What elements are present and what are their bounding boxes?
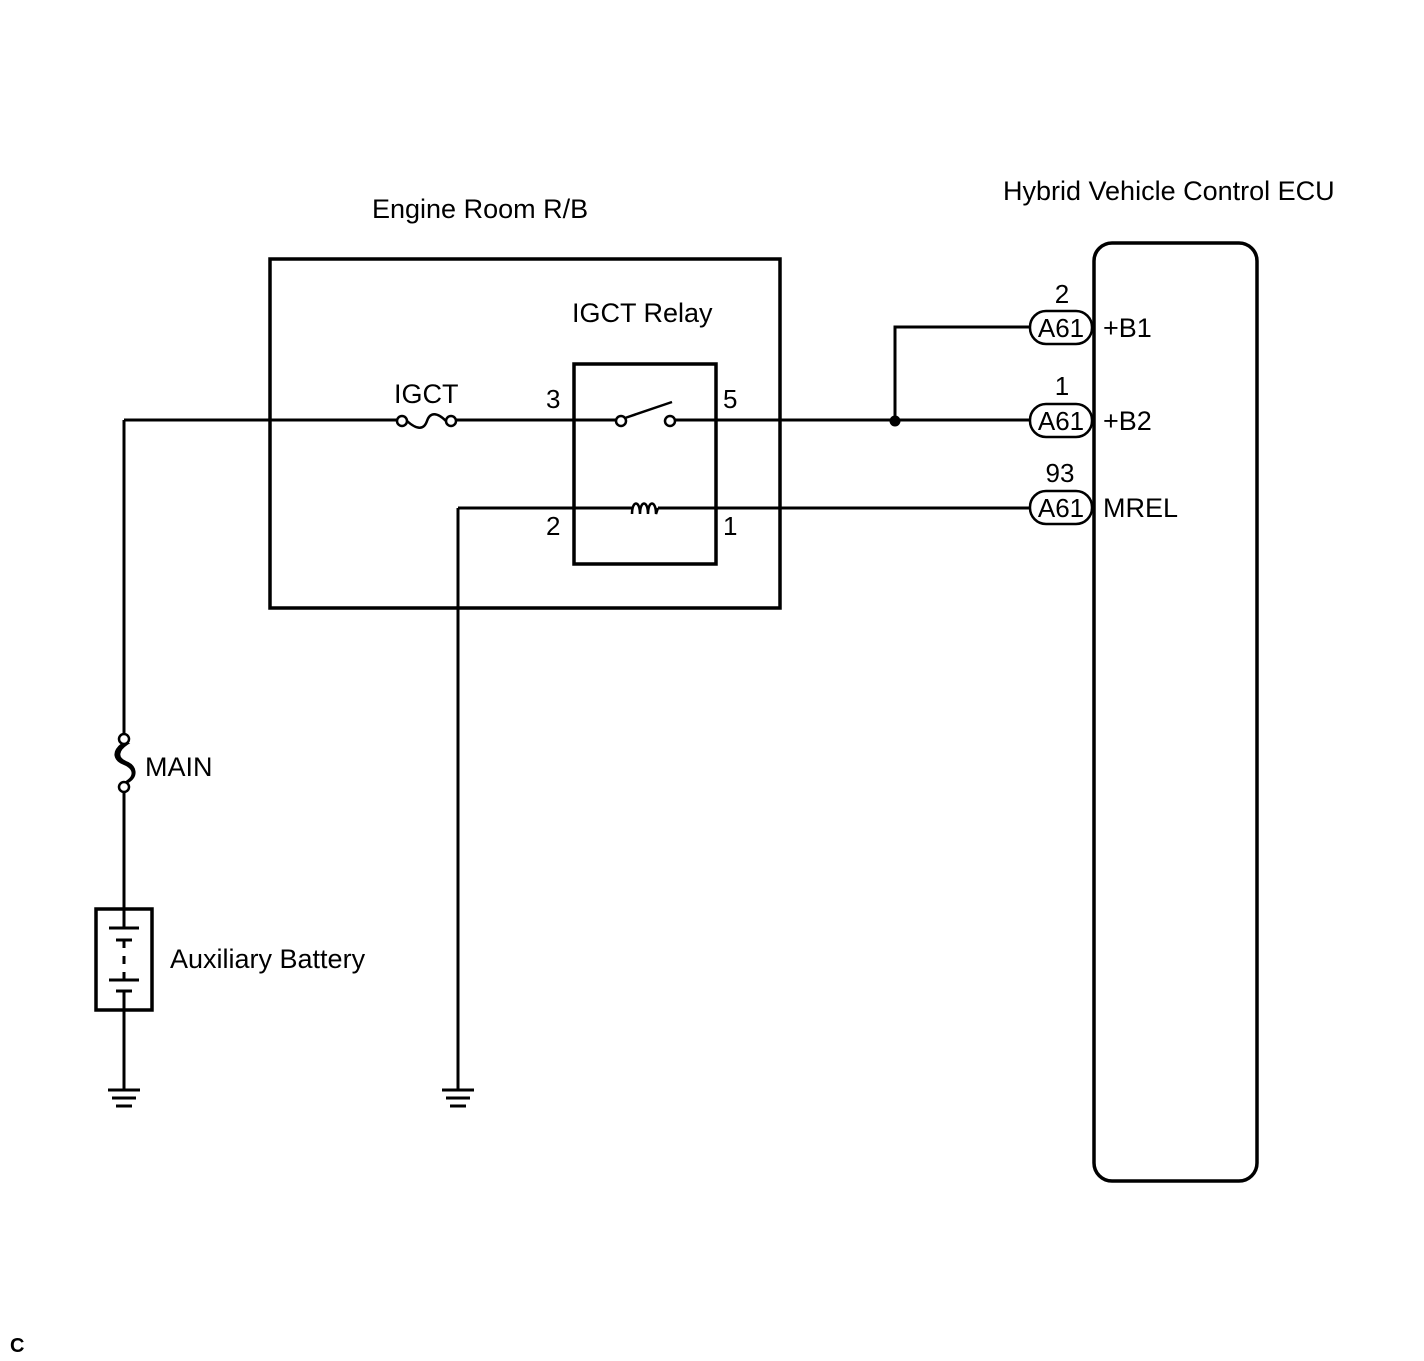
relay-coil-icon (630, 502, 660, 515)
corner-code: C (10, 1335, 24, 1357)
terminal-label: MREL (1103, 493, 1178, 523)
relay-pin-5: 5 (723, 384, 737, 414)
igct-relay-box (572, 362, 718, 566)
connector-pin-number: 2 (1055, 279, 1069, 309)
relay-pin-1: 1 (723, 511, 737, 541)
ground-icon (108, 1088, 140, 1108)
terminal-label: +B1 (1103, 313, 1152, 343)
main-fuse-icon (114, 732, 136, 794)
connector-mrel: 93 A61 MREL (1028, 458, 1178, 526)
connector-b1: 2 A61 +B1 (1028, 279, 1152, 346)
relay-switch-icon (614, 400, 677, 428)
battery-icon (94, 907, 154, 1012)
connector-id: A61 (1038, 493, 1084, 523)
auxiliary-battery-label: Auxiliary Battery (170, 944, 366, 974)
b1-branch-wire (893, 325, 1030, 421)
main-fuse-label: MAIN (145, 752, 213, 782)
relay-pin-3: 3 (546, 384, 560, 414)
engine-room-rb-label: Engine Room R/B (372, 194, 588, 224)
connector-id: A61 (1038, 406, 1084, 436)
ecu-box (1092, 241, 1259, 1183)
igct-fuse-label: IGCT (394, 379, 459, 409)
igct-fuse-icon (395, 413, 458, 429)
connector-pin-number: 1 (1055, 371, 1069, 401)
power-wire (122, 418, 1030, 734)
connector-b2: 1 A61 +B2 (1028, 371, 1152, 439)
coil-wire (456, 506, 1030, 1090)
relay-pin-2: 2 (546, 511, 560, 541)
connector-pin-number: 93 (1046, 458, 1075, 488)
ecu-label: Hybrid Vehicle Control ECU (1003, 176, 1335, 206)
connector-id: A61 (1038, 313, 1084, 343)
engine-room-rb-box (268, 257, 782, 610)
ground-icon (442, 1088, 474, 1108)
igct-relay-label: IGCT Relay (572, 298, 713, 328)
terminal-label: +B2 (1103, 406, 1152, 436)
